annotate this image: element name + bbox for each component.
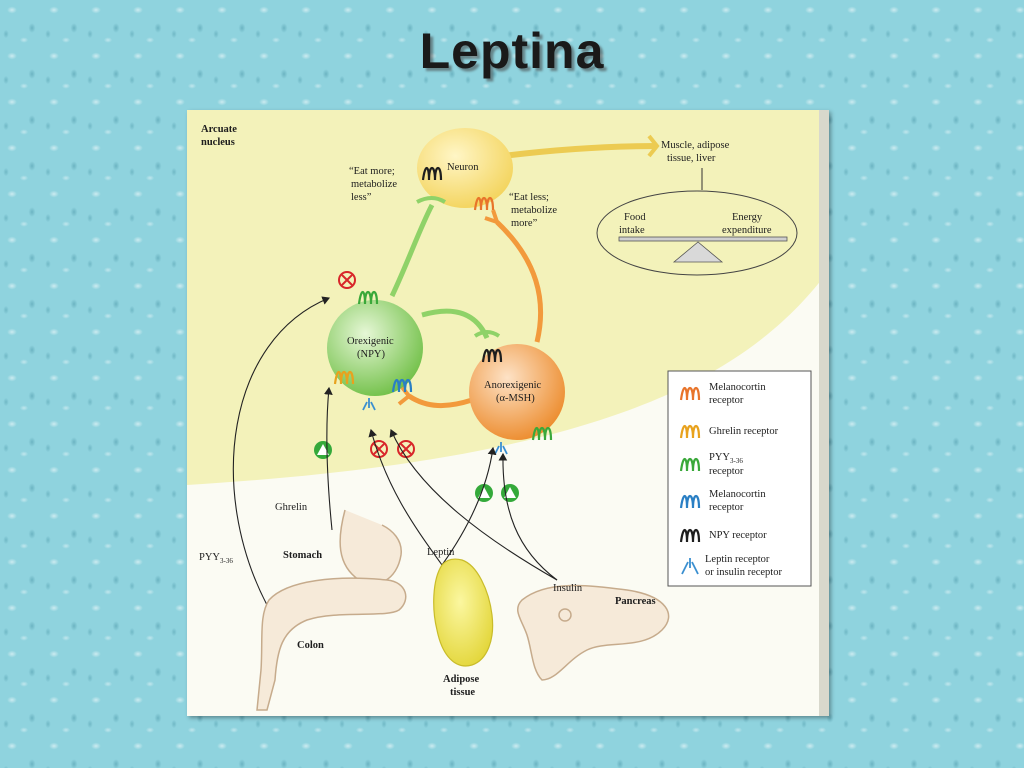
neuron-cell-body bbox=[417, 128, 513, 208]
legend-item-melanocortin-orange: Melanocortin receptor bbox=[679, 382, 766, 406]
colon-shape bbox=[256, 577, 407, 711]
npy-cell-leptin-receptor-icon bbox=[362, 398, 376, 411]
npy-receptor-icon bbox=[679, 528, 701, 543]
legend-pyy-base: PYY bbox=[709, 452, 730, 463]
eat-less-line1: “Eat less; bbox=[509, 192, 549, 203]
npy-cell-melanocortin-receptor-icon bbox=[391, 378, 413, 393]
insulin-arrow-msh bbox=[498, 452, 558, 581]
legend-item-1-line2: receptor bbox=[709, 395, 744, 406]
insulin-arrow-npy bbox=[389, 428, 558, 581]
pancreas-duct bbox=[558, 608, 572, 622]
legend-item-4-line1: Melanocortin bbox=[709, 489, 766, 500]
legend-item-6-line1: Leptin receptor bbox=[705, 554, 770, 565]
orexigenic-line1: Orexigenic bbox=[347, 336, 394, 347]
stimulate-symbol-insulin bbox=[501, 484, 519, 502]
balance-right-line1: Energy bbox=[732, 212, 763, 223]
region-label-line2: nucleus bbox=[201, 137, 235, 148]
msh-axon-to-npy bbox=[407, 393, 473, 409]
legend-item-npy: NPY receptor bbox=[679, 528, 767, 543]
leptin-label: Leptin bbox=[427, 547, 455, 558]
legend-item-leptin-insulin: Leptin receptor or insulin receptor bbox=[681, 554, 782, 578]
anorexigenic-line1: Anorexigenic bbox=[484, 380, 541, 391]
msh-npy-terminal bbox=[397, 384, 412, 406]
neuron-label: Neuron bbox=[447, 162, 479, 173]
npy-msh-terminal bbox=[473, 330, 501, 338]
legend-item-pyy: PYY3-36 receptor bbox=[679, 452, 744, 477]
npy-cell-ghrelin-receptor-icon bbox=[333, 370, 355, 385]
diagram-canvas: Arcuate nucleus Muscle, adipose tissue, … bbox=[187, 110, 829, 716]
legend-item-5-line1: NPY receptor bbox=[709, 530, 767, 541]
eat-more-line1: “Eat more; bbox=[349, 166, 395, 177]
msh-terminal bbox=[484, 209, 501, 226]
pancreas-shape bbox=[517, 584, 670, 681]
slide-title: Leptina bbox=[419, 23, 605, 79]
targets-line1: Muscle, adipose bbox=[661, 140, 730, 151]
msh-cell-pyy-receptor-icon bbox=[531, 426, 553, 441]
pyy-arrow bbox=[232, 296, 331, 606]
legend-item-1-line1: Melanocortin bbox=[709, 382, 766, 393]
leptin-arrow-msh bbox=[441, 446, 497, 566]
neuron-npy-receptor-icon bbox=[421, 166, 443, 181]
balance-left-line2: intake bbox=[619, 225, 645, 236]
region-label-line1: Arcuate bbox=[201, 124, 237, 135]
npy-cell-pyy-receptor-icon bbox=[357, 290, 379, 305]
legend-item-3-line1: PYY3-36 bbox=[709, 452, 743, 465]
legend: Melanocortin receptor Ghrelin receptor P… bbox=[667, 370, 812, 587]
npy-axon-to-neuron bbox=[389, 203, 435, 298]
balance-right-line2: expenditure bbox=[722, 225, 772, 236]
colon-label: Colon bbox=[297, 640, 324, 651]
insulin-label: Insulin bbox=[553, 583, 583, 594]
ghrelin-label: Ghrelin bbox=[275, 502, 308, 513]
msh-cell-npy-receptor-icon bbox=[481, 348, 503, 363]
leptin-diagram: Arcuate nucleus Muscle, adipose tissue, … bbox=[187, 110, 829, 716]
legend-item-6-line2: or insulin receptor bbox=[705, 567, 782, 578]
pyy-label-base: PYY bbox=[199, 552, 220, 563]
pancreas-label: Pancreas bbox=[615, 596, 656, 607]
legend-item-4-line2: receptor bbox=[709, 502, 744, 513]
ghrelin-receptor-icon bbox=[679, 424, 701, 439]
ghrelin-arrow bbox=[323, 386, 333, 531]
melanocortin-receptor-orange-icon bbox=[679, 386, 701, 401]
eat-more-line2: metabolize bbox=[351, 179, 397, 190]
leptin-insulin-receptor-icon bbox=[681, 558, 699, 575]
msh-axon-to-neuron bbox=[495, 220, 544, 343]
pyy-label-sub: 3-36 bbox=[220, 557, 233, 565]
neuron-melanocortin-receptor-icon bbox=[473, 196, 495, 211]
anorexigenic-line2: (α-MSH) bbox=[496, 393, 535, 404]
legend-item-melanocortin-blue: Melanocortin receptor bbox=[679, 489, 766, 513]
axon-terminal bbox=[647, 134, 660, 158]
targets-line2: tissue, liver bbox=[667, 153, 716, 164]
eat-more-line3: less” bbox=[351, 192, 372, 203]
eat-less-line2: metabolize bbox=[511, 205, 557, 216]
leptin-arrow-npy bbox=[368, 428, 443, 566]
npy-terminal bbox=[416, 196, 447, 204]
inhibit-symbol-pyy bbox=[338, 271, 356, 289]
melanocortin-receptor-blue-icon bbox=[679, 494, 701, 509]
orexigenic-line2: (NPY) bbox=[357, 349, 386, 360]
stimulate-symbol-ghrelin bbox=[314, 441, 332, 459]
eat-less-line3: more” bbox=[511, 218, 538, 229]
stomach-label: Stomach bbox=[283, 550, 322, 561]
legend-pyy-sub: 3-36 bbox=[730, 457, 743, 465]
balance-beam bbox=[618, 236, 788, 242]
balance-left-line1: Food bbox=[624, 212, 646, 223]
anorexigenic-cell bbox=[469, 344, 565, 440]
legend-item-2-line1: Ghrelin receptor bbox=[709, 426, 779, 437]
pyy-label: PYY3-36 bbox=[199, 552, 233, 565]
adipose-shape bbox=[433, 558, 494, 667]
adipose-label-line1: Adipose bbox=[443, 674, 480, 685]
balance-ellipse bbox=[596, 190, 798, 276]
adipose-label-line2: tissue bbox=[450, 687, 475, 698]
balance-fulcrum bbox=[672, 241, 724, 263]
legend-item-ghrelin: Ghrelin receptor bbox=[679, 424, 779, 439]
legend-item-3-line2: receptor bbox=[709, 466, 744, 477]
pyy-receptor-icon bbox=[679, 457, 701, 472]
page-edge bbox=[819, 110, 829, 716]
